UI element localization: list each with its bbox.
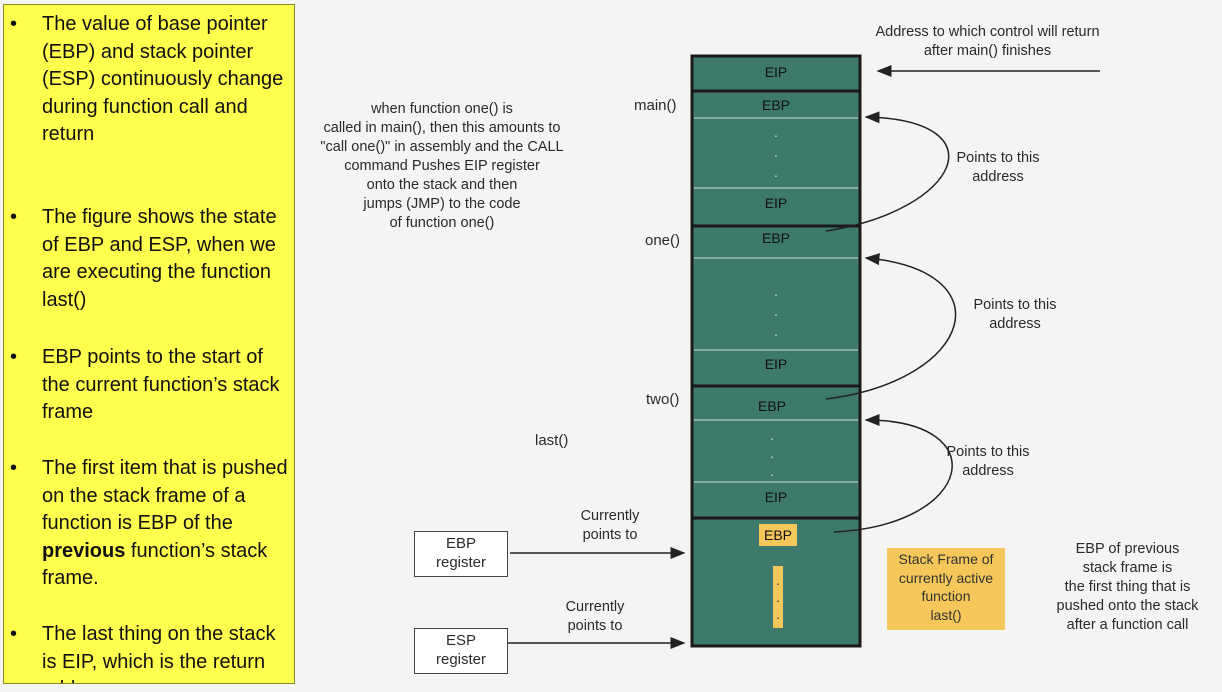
ebp-link-arrow-3 [833, 414, 953, 533]
note-currently-points-esp: Currently points to [540, 598, 650, 636]
cell-ebp-main: EBP [762, 97, 790, 113]
note-return-address: Address to which control will return aft… [840, 23, 1135, 61]
bullet-bold-word: previous [42, 539, 126, 562]
ellipsis-dot: . [774, 323, 778, 339]
cell-ebp-two: EBP [758, 398, 786, 414]
bullet-text: The value of base pointer (EBP) and stac… [42, 13, 284, 145]
note-line: "call one()" in assembly and the CALL [320, 139, 564, 155]
ellipsis-dot: . [776, 606, 780, 622]
bullet-text-part: function’s stack frame. [42, 539, 268, 590]
note-line: Address to which control will return [875, 24, 1100, 40]
note-line: stack frame is [1082, 560, 1173, 576]
last-frame-strip [773, 566, 783, 628]
note-line: points to [582, 527, 638, 543]
ellipsis-dot: . [774, 283, 778, 299]
note-line: Points to this [946, 444, 1030, 460]
note-points-to-2: Points to this address [955, 296, 1075, 334]
label-last: last() [535, 432, 569, 449]
bullet-text: EBP points to the start of the current f… [42, 346, 280, 423]
stack-frame-label-box: Stack Frame of currently active function… [887, 548, 1005, 630]
note-line: last() [930, 606, 962, 623]
cell-ebp-last: EBP [764, 527, 792, 543]
label-two: two() [646, 391, 680, 408]
note-points-to-3: Points to this address [928, 443, 1048, 481]
ellipsis-dot: . [770, 445, 774, 461]
cell-eip-2: EIP [765, 356, 788, 372]
note-currently-points-ebp: Currently points to [555, 507, 665, 545]
bullet-text-part: The first item that is pushed on the sta… [42, 457, 288, 534]
note-line: address [972, 169, 1024, 185]
ebp-link-arrow-2 [825, 253, 957, 400]
note-line: called in main(), then this amounts to [323, 120, 561, 136]
ellipsis-dot: . [774, 144, 778, 160]
label-main: main() [634, 97, 677, 114]
note-line: currently active [898, 569, 994, 586]
bullet-panel: • The value of base pointer (EBP) and st… [3, 4, 295, 684]
note-line: Currently [565, 599, 625, 615]
cell-eip-3: EIP [765, 489, 788, 505]
note-line: jumps (JMP) to the code [363, 196, 521, 212]
bullet-text: The last thing on the stack is EIP, whic… [42, 623, 276, 683]
note-line: Points to this [956, 150, 1040, 166]
stack-outline [690, 54, 862, 648]
note-line: Points to this [973, 297, 1057, 313]
note-call-explanation: when function one() is called in main(),… [292, 100, 592, 233]
note-line: address [989, 316, 1041, 332]
esp-register-box: ESP register [414, 628, 508, 674]
bullet-dot: • [10, 13, 18, 35]
bullet-dot: • [10, 457, 18, 479]
bullet-dot: • [10, 346, 18, 368]
ellipsis-dot: . [776, 572, 780, 588]
ellipsis-dot: . [774, 164, 778, 180]
note-line: EBP of previous [1075, 541, 1180, 557]
ebp-link-arrow-1 [825, 111, 950, 232]
bullet-dot: • [10, 623, 18, 645]
ellipsis-dot: . [770, 463, 774, 479]
note-line: when function one() is [371, 101, 513, 117]
note-ebp-previous: EBP of previous stack frame is the first… [1040, 540, 1215, 635]
ellipsis-dot: . [776, 589, 780, 605]
stack-body [692, 56, 860, 646]
register-name: EBP [445, 535, 476, 552]
note-line: Stack Frame of [898, 551, 994, 567]
note-line: after main() finishes [923, 43, 1052, 59]
ellipsis-dot: . [774, 303, 778, 319]
ellipsis-dot: . [774, 124, 778, 140]
note-line: onto the stack and then [366, 177, 518, 193]
register-word: register [435, 651, 487, 668]
note-points-to-1: Points to this address [938, 149, 1058, 187]
note-line: pushed onto the stack [1056, 598, 1199, 614]
ellipsis-dot: . [770, 427, 774, 443]
ebp-register-box: EBP register [414, 531, 508, 577]
cell-ebp-one: EBP [762, 230, 790, 246]
note-line: the first thing that is [1064, 579, 1191, 595]
register-word: register [435, 554, 487, 571]
note-line: command Pushes EIP register [344, 158, 540, 174]
bullet-text: The figure shows the state of EBP and ES… [42, 206, 277, 311]
bullet-dot: • [10, 206, 18, 228]
note-line: Currently [580, 508, 640, 524]
note-line: of function one() [389, 215, 495, 231]
label-one: one() [645, 232, 681, 249]
note-line: points to [567, 618, 623, 634]
note-line: address [962, 463, 1014, 479]
note-line: after a function call [1066, 617, 1189, 633]
note-line: function [921, 588, 971, 604]
cell-eip-top: EIP [765, 64, 788, 80]
cell-eip-1: EIP [765, 195, 788, 211]
bullet-text: The first item that is pushed on the sta… [42, 455, 292, 593]
register-name: ESP [445, 632, 476, 649]
ebp-last-highlight [759, 524, 797, 546]
